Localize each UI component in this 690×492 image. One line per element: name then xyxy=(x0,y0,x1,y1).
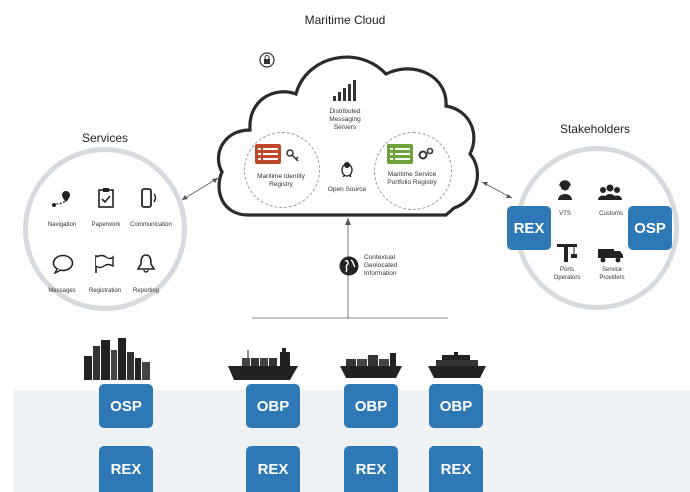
container-ship-icon xyxy=(340,353,402,378)
portfolio-registry-circle xyxy=(374,132,452,210)
portfolio-registry-label: Maritime Service Portfolio Registry xyxy=(387,171,437,186)
city-rex-box: REX xyxy=(99,446,153,492)
contextual-info-label: Contextual Geolocated Information xyxy=(364,254,398,277)
stakeholders-title: Stakeholders xyxy=(559,122,631,136)
lock-icon xyxy=(259,52,275,68)
services-title: Services xyxy=(81,131,128,145)
service-truck-icon xyxy=(598,249,623,263)
stakeholder-label-ports: Ports Operators xyxy=(553,267,581,281)
ferry-obp-box: OBP xyxy=(429,384,483,428)
gears-icon xyxy=(418,147,434,160)
registration-flag-icon xyxy=(95,254,114,273)
cargo-ship-icon xyxy=(228,348,298,380)
globe-icon xyxy=(339,256,359,276)
diagram-title: Maritime Cloud xyxy=(304,13,386,27)
service-label-reporting: Reporting xyxy=(132,288,159,294)
service-label-messages: Messages xyxy=(48,288,76,294)
stakeholder-osp-box: OSP xyxy=(628,206,672,250)
stakeholder-label-customs: Customs xyxy=(599,211,623,217)
open-source-label: Open Source xyxy=(327,186,367,193)
ferry-rex-box: REX xyxy=(429,446,483,492)
key-icon xyxy=(286,149,299,162)
cargo-rex-box: REX xyxy=(246,446,300,492)
identity-registry-label: Maritime Identity Registry xyxy=(257,173,305,188)
container-obp-box: OBP xyxy=(344,384,398,428)
registry-list-icon xyxy=(255,144,281,164)
ferry-ship-icon xyxy=(428,352,486,378)
navigation-icon xyxy=(52,191,70,207)
stakeholder-rex-box: REX xyxy=(507,206,551,250)
stakeholder-label-providers: Service Providers xyxy=(599,267,625,281)
linux-penguin-icon xyxy=(341,162,353,177)
service-label-paperwork: Paperwork xyxy=(91,222,121,228)
paperwork-icon xyxy=(98,188,114,208)
service-label-communication: Communication xyxy=(130,222,172,228)
service-label-navigation: Navigation xyxy=(47,222,77,228)
city-icon xyxy=(84,338,150,380)
vts-operator-icon xyxy=(558,180,572,200)
messages-icon xyxy=(52,254,74,274)
stakeholder-label-vts: VTS xyxy=(559,211,571,217)
port-crane-icon xyxy=(557,244,577,262)
reporting-bell-icon xyxy=(136,254,156,273)
cargo-obp-box: OBP xyxy=(246,384,300,428)
container-rex-box: REX xyxy=(344,446,398,492)
communication-icon xyxy=(141,188,157,208)
service-label-registration: Registration xyxy=(88,288,121,294)
distributed-servers-label: Distributed Messaging Servers xyxy=(329,108,361,131)
portfolio-list-icon xyxy=(387,144,413,164)
signal-bars-icon xyxy=(333,80,356,101)
services-circle xyxy=(23,147,187,311)
customs-group-icon xyxy=(598,184,622,200)
city-osp-box: OSP xyxy=(99,384,153,428)
